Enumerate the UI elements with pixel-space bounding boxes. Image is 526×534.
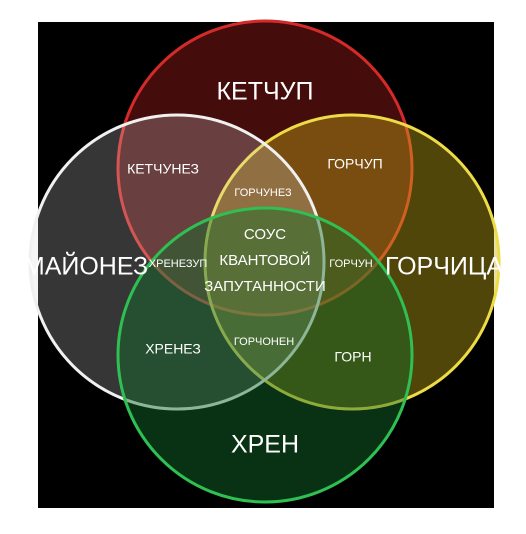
- label-gorn: ГОРН: [334, 349, 371, 365]
- ketchup-circle: [116, 19, 414, 317]
- label-gorchun: ГОРЧУН: [329, 258, 373, 270]
- center-line-2: КВАНТОВОЙ: [219, 251, 310, 269]
- horseradish-circle: [116, 206, 414, 504]
- label-hrenezup: ХРЕНЕЗУП: [149, 258, 208, 270]
- label-gorchup: ГОРЧУП: [327, 156, 382, 172]
- mustard-circle: [203, 113, 501, 411]
- label-hrenez: ХРЕНЕЗ: [145, 341, 201, 357]
- label-ketchup: КЕТЧУП: [216, 78, 313, 106]
- label-ketchunez: КЕТЧУНЕЗ: [127, 161, 199, 177]
- label-mustard: ГОРЧИЦА: [385, 253, 503, 281]
- center-line-3: ЗАПУТАННОСТИ: [204, 278, 326, 295]
- label-mayonnaise: МАЙОНЕЗ: [24, 251, 148, 281]
- label-gorchonen: ГОРЧОНЕН: [234, 336, 294, 348]
- mayonnaise-circle: [28, 113, 326, 411]
- label-gorchunez: ГОРЧУНЕЗ: [234, 187, 292, 199]
- label-horseradish: ХРЕН: [231, 431, 299, 459]
- center-line-1: СОУС: [244, 226, 286, 243]
